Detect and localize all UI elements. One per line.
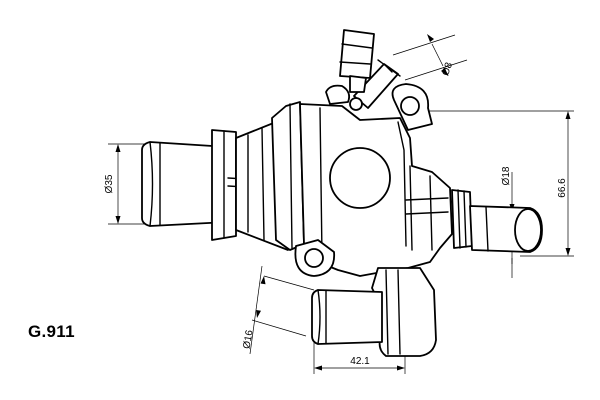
part-code-label: G.911 bbox=[28, 322, 75, 341]
mounting-flange bbox=[271, 101, 305, 251]
dim-lower-outlet-diameter: Ø16 bbox=[241, 329, 255, 350]
dimension-labels: Ø35 66.6 Ø18 Ø8 Ø16 42.1 bbox=[104, 61, 568, 367]
temperature-sender bbox=[339, 29, 375, 79]
dim-sensor-port-diameter: Ø8 bbox=[440, 61, 455, 78]
dim-overall-height: 66.6 bbox=[557, 178, 568, 198]
lower-outlet-spigot bbox=[311, 289, 383, 345]
right-outlet-nut bbox=[451, 189, 473, 249]
dim-outlet-diameter: Ø18 bbox=[501, 166, 512, 185]
central-bore bbox=[329, 147, 391, 209]
dim-inlet-diameter: Ø35 bbox=[104, 174, 115, 193]
dim-lower-outlet-length: 42.1 bbox=[350, 356, 370, 367]
thermostat-housing bbox=[141, 29, 543, 357]
